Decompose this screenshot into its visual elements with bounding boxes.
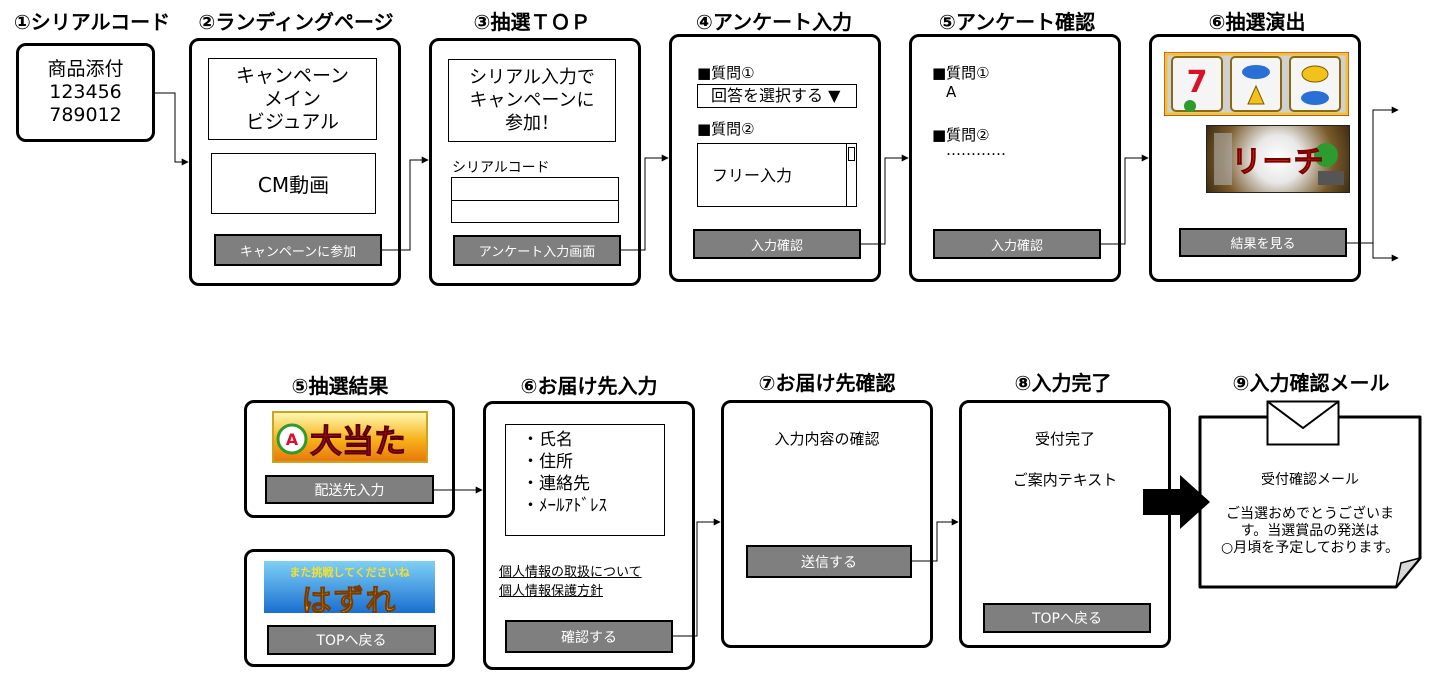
- slot-reels-image: 7: [1164, 52, 1349, 116]
- confirm-button[interactable]: 確認する: [505, 620, 673, 653]
- mail-body-line-2: す。当選賞品の発送は: [1240, 523, 1380, 539]
- confirm-q1-label: ■質問①: [932, 64, 990, 82]
- delivery-confirm-screen: [721, 400, 933, 648]
- privacy-policy-link[interactable]: 個人情報保護方針: [499, 584, 604, 599]
- svg-text:A: A: [286, 430, 299, 449]
- win-banner-graphic: A: [276, 423, 308, 455]
- serial-input-2[interactable]: [451, 200, 619, 223]
- envelope-graphic: [1266, 400, 1340, 446]
- intro-line-2: キャンペーンに: [469, 90, 595, 111]
- lose-banner-image: また挑戦してくださいね はずれ: [264, 561, 435, 613]
- survey-q1-label: ■質問①: [697, 64, 755, 82]
- step1-title: ①シリアルコード: [13, 10, 171, 34]
- survey-confirm-button-2[interactable]: 入力確認: [933, 229, 1101, 259]
- lose-text: はずれ: [301, 584, 398, 614]
- privacy-handling-link[interactable]: 個人情報の取扱について: [499, 565, 642, 580]
- connector-6-win: [1347, 106, 1399, 244]
- connector-r7-r8: [912, 518, 959, 562]
- serial-code-card: 商品添付 123456 789012: [16, 43, 155, 142]
- step6-title: ⑥抽選演出: [1208, 10, 1306, 34]
- show-result-button[interactable]: 結果を見る: [1179, 228, 1347, 257]
- delivery-input-button[interactable]: 配送先入力: [265, 475, 434, 504]
- reach-banner-image: リーチ: [1206, 125, 1350, 193]
- confirm-a1-value: A: [946, 83, 957, 101]
- confirm-content-text: 入力内容の確認: [774, 430, 880, 448]
- free-text-area[interactable]: フリー入力: [697, 143, 857, 207]
- serial-line-1: 商品添付: [47, 58, 124, 80]
- survey-input-button[interactable]: アンケート入力画面: [453, 235, 621, 266]
- win-banner-image: A 大当たり: [272, 411, 428, 463]
- mail-body-line-3: ○月頃を予定しております。: [1221, 540, 1399, 556]
- connector-4-5: [861, 154, 909, 245]
- visual-line-1: キャンペーン: [235, 64, 350, 87]
- intro-line-3: 参加！: [505, 113, 559, 134]
- visual-line-3: ビジュアル: [245, 110, 340, 133]
- reach-banner-graphic: [1206, 125, 1350, 193]
- serial-code-label: シリアルコード: [452, 160, 550, 176]
- lose-top-button[interactable]: TOPへ戻る: [267, 625, 436, 655]
- step4-title: ④アンケート入力: [695, 10, 853, 34]
- delivery-input-title: ⑥お届け先入力: [520, 374, 658, 398]
- field-email[interactable]: ・ﾒｰﾙｱﾄﾞﾚｽ: [522, 496, 607, 516]
- block-arrow-to-mail: [1143, 475, 1210, 529]
- connector-2-3: [382, 156, 429, 251]
- delivery-confirm-title: ⑦お届け先確認: [758, 371, 896, 395]
- textarea-scrollbar[interactable]: [846, 144, 856, 206]
- lose-top-text: また挑戦してくださいね: [289, 566, 410, 579]
- address-fields-box: ・氏名 ・住所 ・連絡先 ・ﾒｰﾙｱﾄﾞﾚｽ: [505, 424, 665, 536]
- confirm-a2-value: …………: [946, 141, 1006, 159]
- join-campaign-button[interactable]: キャンペーンに参加: [214, 234, 382, 266]
- mail-body: ご当選おめでとうございま す。当選賞品の発送は ○月頃を予定しております。: [1200, 506, 1420, 557]
- complete-title: ⑧入力完了: [1014, 371, 1112, 395]
- survey-confirm-button[interactable]: 入力確認: [693, 229, 861, 259]
- answer-select[interactable]: 回答を選択する ▼: [697, 84, 857, 108]
- visual-line-2: メイン: [263, 87, 321, 110]
- mail-envelope-icon: [1266, 400, 1340, 446]
- main-visual-box: キャンペーン メイン ビジュアル: [208, 58, 377, 140]
- intro-line-1: シリアル入力で: [469, 67, 595, 88]
- connector-r6-r7: [673, 518, 721, 637]
- mail-body-line-1: ご当選おめでとうございま: [1226, 506, 1394, 522]
- connector-3-4: [621, 154, 669, 251]
- cm-video-box[interactable]: CM動画: [211, 153, 376, 214]
- field-address[interactable]: ・住所: [522, 452, 573, 472]
- send-button[interactable]: 送信する: [746, 545, 912, 578]
- complete-top-button[interactable]: TOPへ戻る: [983, 603, 1151, 633]
- result-title: ⑤抽選結果: [291, 374, 389, 398]
- field-contact[interactable]: ・連絡先: [522, 474, 590, 494]
- scrollbar-thumb[interactable]: [848, 147, 855, 161]
- complete-text: 受付完了: [1034, 430, 1095, 448]
- step5-title: ⑤アンケート確認: [938, 10, 1096, 34]
- free-text-placeholder: フリー入力: [712, 166, 793, 185]
- svg-text:7: 7: [1187, 65, 1208, 100]
- serial-line-3: 789012: [49, 104, 122, 126]
- mail-title: ⑨入力確認メール: [1232, 371, 1390, 395]
- survey-q2-label: ■質問②: [697, 120, 755, 138]
- serial-intro-box: シリアル入力で キャンペーンに 参加！: [448, 59, 616, 142]
- serial-line-2: 123456: [49, 81, 122, 103]
- cm-video-label: CM動画: [257, 173, 330, 197]
- mail-heading: 受付確認メール: [1261, 472, 1359, 488]
- connector-6-lose: [1372, 243, 1399, 262]
- confirm-q2-label: ■質問②: [932, 126, 990, 144]
- reach-text: リーチ: [1231, 145, 1325, 181]
- guide-text: ご案内テキスト: [1012, 471, 1118, 489]
- step3-title: ③抽選ＴＯＰ: [473, 10, 591, 34]
- slot-reels-graphic: 7: [1164, 52, 1349, 116]
- connector-5-6: [1101, 154, 1149, 245]
- win-text: 大当たり: [310, 422, 407, 461]
- connector-1-2: [155, 92, 189, 166]
- field-name[interactable]: ・氏名: [522, 430, 573, 450]
- step2-title: ②ランディングページ: [198, 10, 394, 34]
